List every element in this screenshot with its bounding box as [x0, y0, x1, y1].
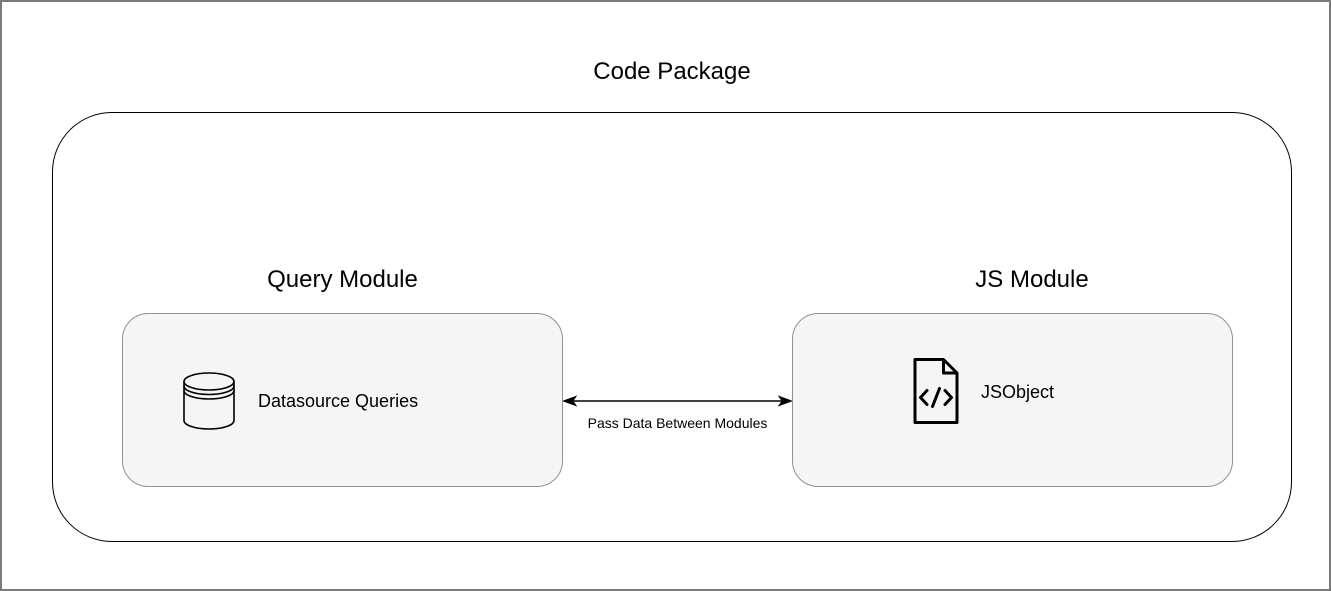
query-module-label: Query Module	[267, 266, 418, 293]
datasource-queries-label: Datasource Queries	[258, 391, 419, 411]
connector-label: Pass Data Between Modules	[587, 415, 768, 431]
bidirectional-arrow-icon	[563, 395, 792, 407]
database-icon	[183, 372, 235, 430]
code-file-icon	[913, 358, 959, 424]
js-module-label: JS Module	[975, 266, 1089, 293]
package-title: Code Package	[593, 58, 751, 85]
js-module-box: JSObject	[792, 313, 1233, 487]
code-package-container	[52, 112, 1292, 542]
query-module-box: Datasource Queries	[122, 313, 563, 487]
jsobject-label: JSObject	[981, 382, 1055, 402]
